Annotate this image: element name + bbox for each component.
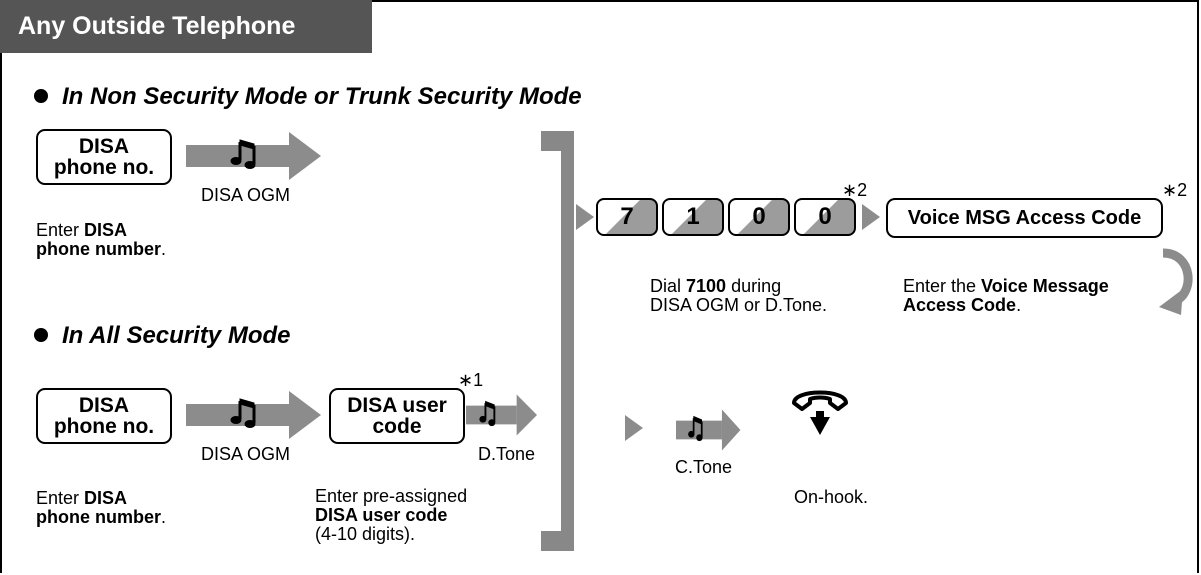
keypad-key-7: 7 — [596, 198, 658, 236]
c-tone-label: C.Tone — [675, 457, 733, 477]
arrow-right-icon — [625, 415, 643, 441]
music-note-icon — [186, 130, 321, 182]
bracket-inner — [541, 151, 561, 531]
music-note-icon — [466, 389, 552, 441]
mode-heading-text: In Non Security Mode or Trunk Security M… — [62, 83, 582, 110]
keypad-key-1: 1 — [662, 198, 724, 236]
user-code-description: Enter pre-assigned DISA user code (4-10 … — [315, 486, 468, 544]
mode-heading-text: In All Security Mode — [62, 322, 291, 349]
d-tone-label: D.Tone — [478, 444, 536, 464]
disa-ogm-label-2: DISA OGM — [201, 444, 291, 464]
arrow-right-icon — [576, 204, 594, 230]
handset-on-hook-icon — [792, 390, 848, 435]
dial-7100-description: Dial 7100 during DISA OGM or D.Tone. — [650, 276, 828, 315]
loop-arrow-icon — [1159, 248, 1193, 315]
voice-msg-access-code-box: Voice MSG Access Code — [886, 198, 1163, 238]
disa-ogm-label: DISA OGM — [201, 185, 291, 205]
bullet-icon — [34, 88, 48, 103]
footnote-mark-1: ∗1 — [458, 370, 484, 390]
music-note-icon — [676, 404, 754, 456]
disa-phone-description-2: Enter DISA phone number. — [36, 488, 167, 527]
on-hook-label: On-hook. — [794, 487, 869, 507]
music-note-icon — [186, 389, 321, 441]
footnote-mark-2: ∗2 — [842, 180, 868, 200]
disa-phone-number-box-2: DISA phone no. — [36, 388, 172, 444]
mode-heading-non-security: In Non Security Mode or Trunk Security M… — [34, 83, 582, 111]
keypad-key-0: 0 — [728, 198, 790, 236]
disa-user-code-box: DISA user code — [329, 388, 465, 444]
section-title: Any Outside Telephone — [0, 0, 372, 53]
voice-code-description: Enter the Voice Message Access Code. — [903, 276, 1109, 315]
disa-phone-number-box: DISA phone no. — [36, 129, 172, 185]
bracket-top-cap — [541, 131, 561, 151]
arrow-right-icon — [862, 204, 880, 230]
mode-heading-all-security: In All Security Mode — [34, 322, 290, 350]
keypad-key-0-second: 0 — [794, 198, 856, 236]
disa-phone-description: Enter DISA phone number. — [36, 220, 167, 259]
bracket-bottom-cap — [541, 531, 561, 551]
bullet-icon — [34, 327, 48, 342]
footnote-mark-3: ∗2 — [1162, 180, 1188, 200]
